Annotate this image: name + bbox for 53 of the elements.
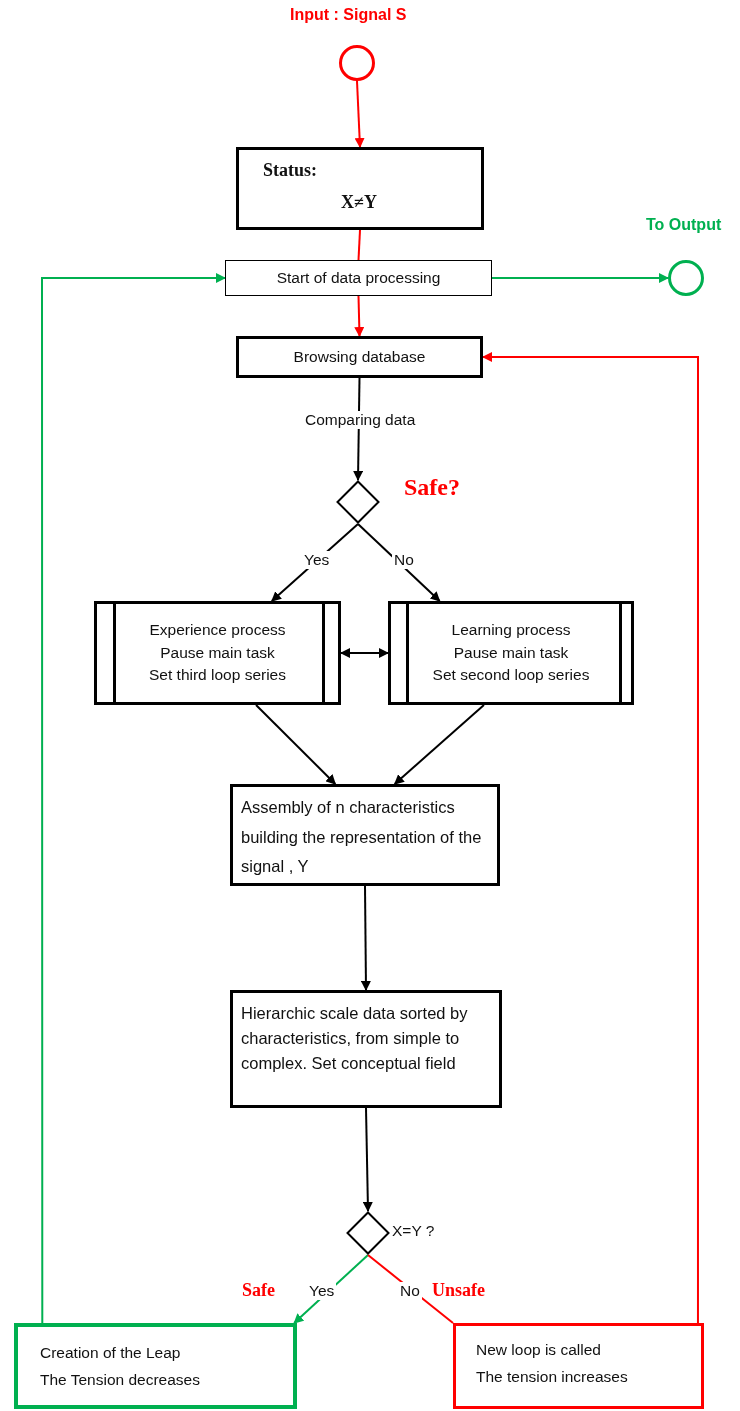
subprocess-box [94,601,341,705]
subprocess-box [388,601,634,705]
node-text: X≠Y [341,192,377,214]
process-box [236,336,483,378]
node-text: Learning process [451,620,571,641]
node-text: Start of data processing [276,267,441,288]
outcome-box [453,1323,704,1409]
arrow [482,352,699,1324]
node-text: Set third loop series [149,665,286,686]
node-text: Status: [263,160,317,182]
edge-label: No [392,551,416,569]
node-text: Experience process [149,620,286,641]
node-text: The tension increases [476,1367,628,1388]
outcome-box [14,1323,297,1409]
arrow [357,523,441,602]
arrow [354,80,365,148]
question-label: Safe? [404,474,460,501]
arrow [362,1107,373,1212]
process-box [230,784,500,886]
edge-label: Yes [302,551,332,569]
input-label: Input : Signal S [290,6,407,24]
node-text: The Tension decreases [40,1370,200,1391]
edge-label: Yes [307,1282,337,1300]
end-circle [668,260,704,296]
edge-label: Comparing data [303,411,418,429]
arrow [360,885,371,991]
node-text: Hierarchic scale data sorted by characteristics, from simple to complex. Set conceptual field [241,1003,469,1074]
question-label: X=Y ? [392,1222,435,1240]
double-arrow [340,648,389,658]
connector-line [357,229,361,261]
start-circle [339,45,375,81]
status-box [236,147,484,230]
arrow [393,704,485,785]
arrow [255,704,337,785]
node-text: Pause main task [453,642,569,663]
node-text: Creation of the Leap [40,1343,181,1363]
edge-label: No [398,1282,422,1300]
arrow [41,273,226,1324]
arrow [491,273,669,283]
node-text: Pause main task [160,642,275,663]
outcome-label: Unsafe [432,1280,485,1301]
decision-diamond [346,1211,390,1255]
output-label: To Output [646,216,722,234]
node-text: Browsing database [293,346,426,367]
node-text: Assembly of n characteristics building the representation of the signal , Y [241,797,483,878]
decision-diamond [336,480,380,524]
process-box [230,990,502,1108]
node-text: Set second loop series [432,665,590,686]
arrow [354,295,365,337]
node-text: New loop is called [476,1340,601,1360]
process-box [225,260,492,296]
connector-line [367,1254,454,1324]
outcome-label: Safe [242,1280,275,1301]
